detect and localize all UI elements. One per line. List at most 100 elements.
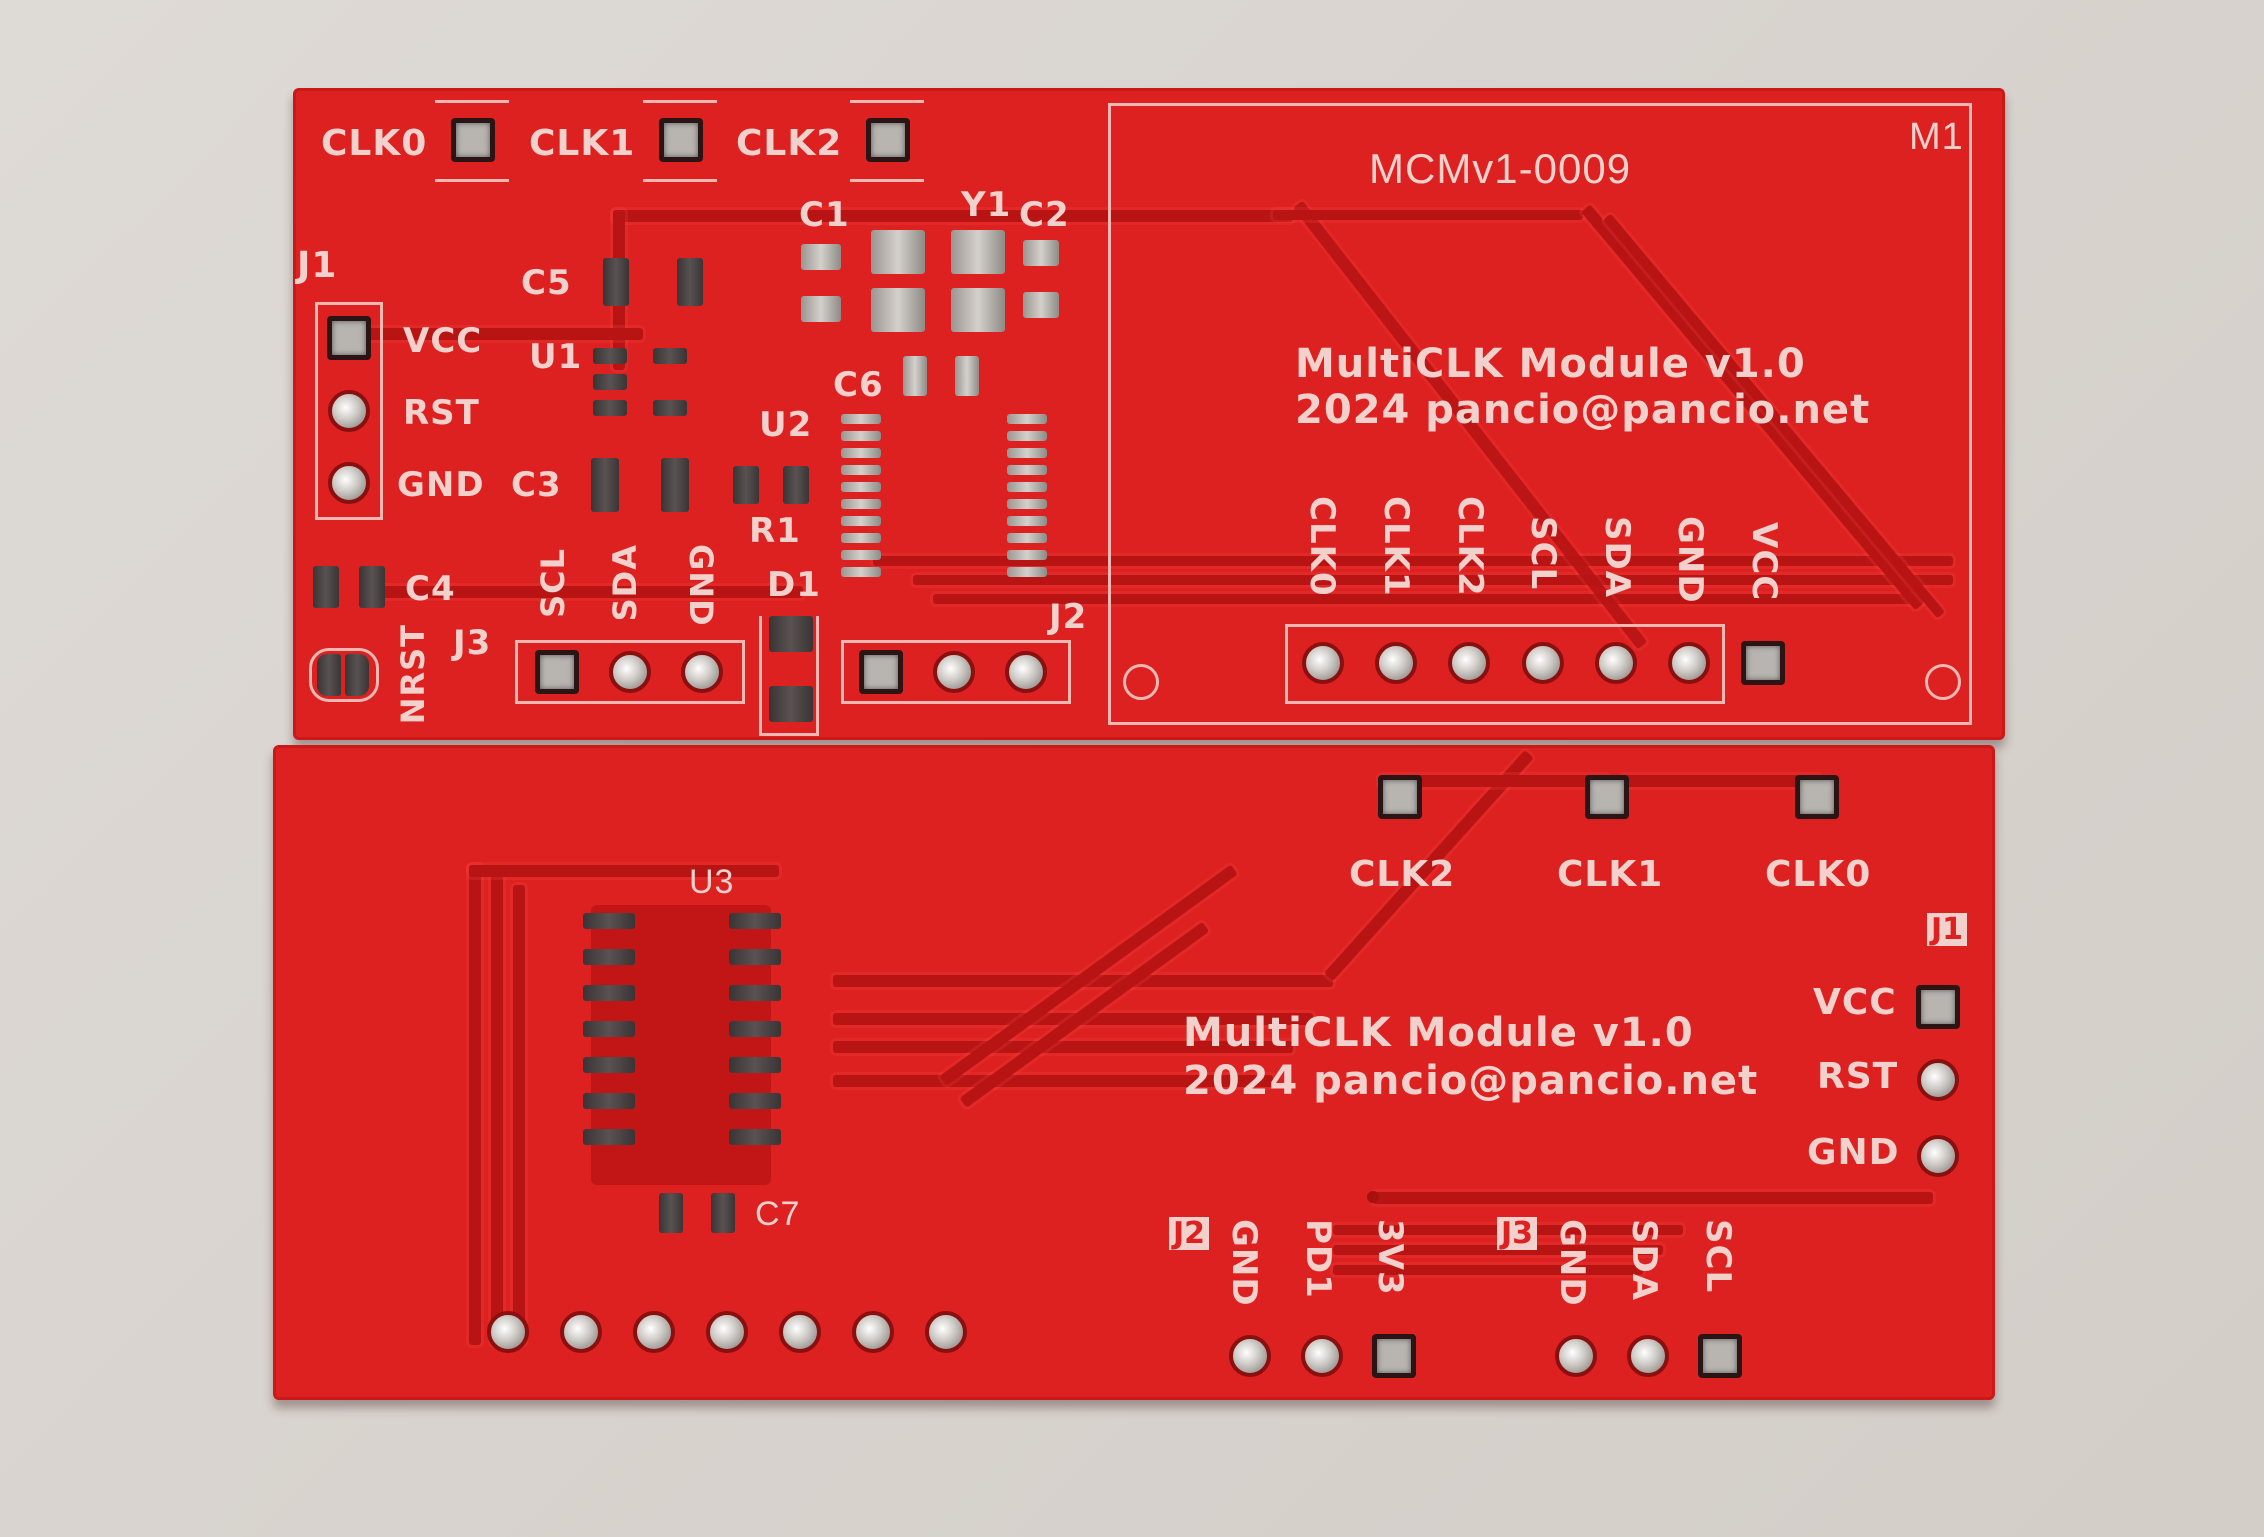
bottom-header-pad[interactable] (706, 1311, 748, 1353)
header-clk0-pad[interactable] (1302, 642, 1344, 684)
header-vcc-pad[interactable] (1741, 641, 1785, 685)
j3-sda-label: SDA (606, 544, 644, 622)
bottom-j1-rst-pad[interactable] (1917, 1059, 1959, 1101)
bottom-clk1-label: CLK1 (1557, 854, 1664, 895)
c1-ref: C1 (799, 195, 850, 235)
header-clk1-pad[interactable] (1375, 642, 1417, 684)
d1-pad (769, 686, 813, 722)
bottom-j2-3v3-label: 3V3 (1370, 1219, 1410, 1296)
bottom-j2-gnd-label: GND (1224, 1219, 1264, 1307)
bottom-clk1-pad[interactable] (1585, 775, 1629, 819)
j3-sda-pad[interactable] (609, 651, 651, 693)
clk1-footprint (643, 100, 717, 182)
bottom-j1-vcc-label: VCC (1813, 982, 1897, 1023)
bottom-j2-pd1-pad[interactable] (1301, 1335, 1343, 1377)
c3-pad (591, 458, 619, 512)
bottom-j2-gnd-pad[interactable] (1229, 1335, 1271, 1377)
u3-pins-right (729, 913, 781, 1145)
module-title-line1: MultiCLK Module v1.0 (1295, 341, 1806, 387)
header-gnd-label: GND (1670, 516, 1710, 604)
bottom-header-pad[interactable] (852, 1311, 894, 1353)
bottom-header-pad[interactable] (560, 1311, 602, 1353)
trace (1379, 775, 1609, 787)
bottom-header-pad[interactable] (487, 1311, 529, 1353)
j2-pad-3[interactable] (1005, 651, 1047, 693)
j1-rst-pad[interactable] (328, 390, 370, 432)
clk2-pad[interactable] (866, 118, 910, 162)
header-vcc-label: VCC (1744, 522, 1784, 602)
c7-pad (659, 1193, 683, 1233)
u1-pin (593, 348, 627, 364)
r1-pad (783, 466, 809, 504)
module-title-line2: 2024 pancio@pancio.net (1295, 387, 1871, 433)
bottom-j3-scl-pad[interactable] (1698, 1334, 1742, 1378)
u2-pins-right (1007, 414, 1047, 584)
bottom-j1-vcc-pad[interactable] (1916, 985, 1960, 1029)
bottom-clk2-pad[interactable] (1378, 775, 1422, 819)
j1-gnd-label: GND (397, 465, 485, 505)
j2-pad-2[interactable] (933, 651, 975, 693)
trace (373, 586, 803, 598)
clk1-label: CLK1 (529, 123, 636, 164)
clk2-label: CLK2 (736, 123, 843, 164)
bottom-header-pad[interactable] (633, 1311, 675, 1353)
j1-vcc-pad[interactable] (327, 316, 371, 360)
trace (1273, 210, 1583, 220)
y1-pad (871, 288, 925, 332)
c2-pad (1023, 292, 1059, 318)
trace (933, 594, 1923, 604)
header-gnd-pad[interactable] (1668, 642, 1710, 684)
bottom-j1-gnd-pad[interactable] (1917, 1135, 1959, 1177)
header-sda-pad[interactable] (1595, 642, 1637, 684)
bottom-j3-sda-label: SDA (1624, 1219, 1664, 1302)
header-scl-pad[interactable] (1522, 642, 1564, 684)
bottom-j3-gnd-pad[interactable] (1555, 1335, 1597, 1377)
c7-ref: C7 (755, 1195, 801, 1233)
c5-pad (677, 258, 703, 306)
trace (469, 865, 481, 1345)
mounting-hole (1123, 664, 1159, 700)
clk0-footprint (435, 100, 509, 182)
top-pcb-board: CLK0 CLK1 CLK2 J1 VCC RST GND C5 U1 C3 C… (293, 88, 2005, 740)
trace (1621, 775, 1821, 787)
trace (1333, 1245, 1663, 1255)
bottom-header-pad[interactable] (925, 1311, 967, 1353)
j1-ref: J1 (297, 245, 338, 286)
clk1-pad[interactable] (659, 118, 703, 162)
y1-ref: Y1 (961, 185, 1012, 225)
nrst-jumper-pad[interactable] (345, 654, 369, 696)
bottom-header-pad[interactable] (779, 1311, 821, 1353)
j3-gnd-pad[interactable] (681, 651, 723, 693)
r1-pad (733, 466, 759, 504)
trace (833, 1041, 1293, 1053)
u3-pins-left (583, 913, 635, 1145)
c6-pad (903, 356, 927, 396)
trace (469, 865, 779, 877)
j2-pad-1[interactable] (859, 650, 903, 694)
header-clk2-label: CLK2 (1450, 496, 1490, 597)
bottom-j3-ref: J3 (1497, 1217, 1538, 1250)
c5-pad (603, 258, 629, 306)
c1-pad (801, 244, 841, 270)
c2-ref: C2 (1019, 195, 1070, 235)
nrst-jumper-pad[interactable] (317, 654, 341, 696)
bottom-j2-pd1-label: PD1 (1298, 1219, 1338, 1299)
header-clk2-pad[interactable] (1448, 642, 1490, 684)
j1-vcc-label: VCC (403, 321, 483, 361)
c3-ref: C3 (511, 465, 562, 505)
j3-scl-pad[interactable] (535, 650, 579, 694)
clk0-pad[interactable] (451, 118, 495, 162)
module-serial: MCMv1-0009 (1369, 145, 1632, 192)
trace (1333, 1265, 1643, 1275)
r1-ref: R1 (749, 511, 801, 551)
bottom-j3-sda-pad[interactable] (1627, 1335, 1669, 1377)
y1-pad (871, 230, 925, 274)
j1-gnd-pad[interactable] (328, 462, 370, 504)
nrst-label: NRST (394, 624, 432, 725)
via (1367, 1191, 1379, 1203)
header-sda-label: SDA (1597, 516, 1637, 599)
bottom-clk0-pad[interactable] (1795, 775, 1839, 819)
j3-scl-label: SCL (534, 548, 572, 618)
bottom-j2-3v3-pad[interactable] (1372, 1334, 1416, 1378)
header-clk1-label: CLK1 (1376, 496, 1416, 597)
